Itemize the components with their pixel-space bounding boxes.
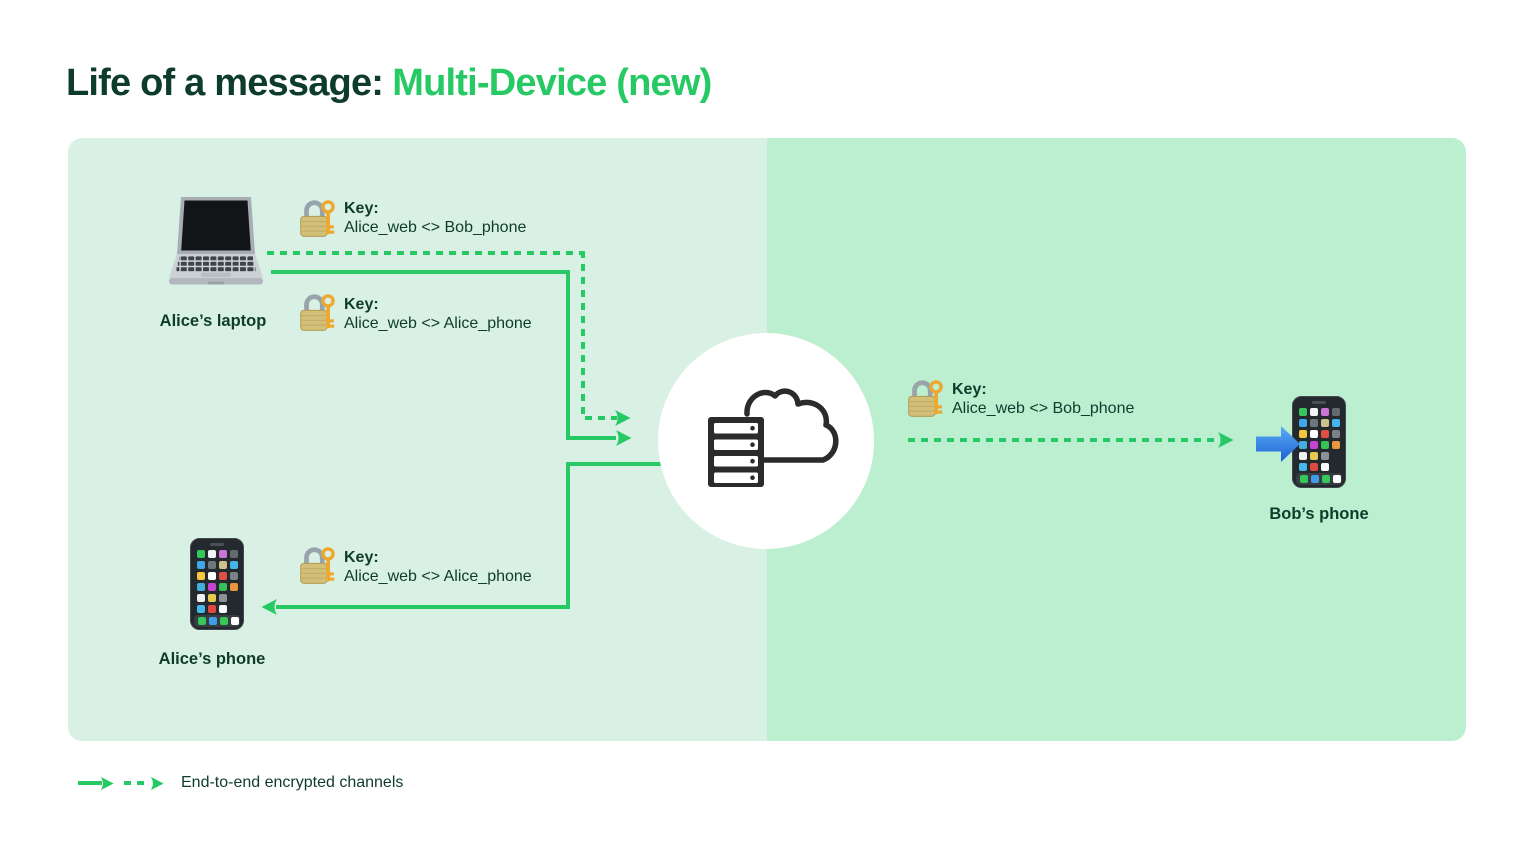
channel-server-alicephone-end bbox=[276, 605, 568, 609]
arrowhead-icon bbox=[615, 429, 632, 447]
key-badge-server-bobphone: Key: Alice_web <> Bob_phone bbox=[952, 380, 1134, 418]
key-label: Key: bbox=[952, 381, 987, 398]
channel-server-alicephone-top bbox=[570, 462, 665, 466]
key-label: Key: bbox=[344, 549, 379, 566]
arrowhead-icon bbox=[100, 776, 114, 791]
alice-phone-label: Alice’s phone bbox=[158, 650, 266, 668]
lock-with-key-icon bbox=[906, 378, 944, 420]
lock-with-key-icon bbox=[298, 292, 336, 334]
legend-dashed-line bbox=[124, 781, 150, 785]
key-label: Key: bbox=[344, 296, 379, 313]
lock-with-key-icon bbox=[298, 198, 336, 240]
channel-laptop-server-dashed-vertical bbox=[581, 251, 585, 420]
channel-laptop-server-solid-end bbox=[570, 436, 616, 440]
arrowhead-icon bbox=[150, 776, 164, 791]
channel-server-alicephone-vertical bbox=[566, 462, 570, 609]
legend-solid-line bbox=[78, 781, 102, 785]
arrowhead-icon bbox=[614, 409, 631, 427]
legend-label: End-to-end encrypted channels bbox=[181, 774, 404, 791]
arrowhead-icon bbox=[261, 598, 278, 616]
blue-right-arrow-icon bbox=[1256, 426, 1300, 462]
lock-with-key-icon bbox=[298, 545, 336, 587]
key-badge-server-alicephone: Key: Alice_web <> Alice_phone bbox=[344, 548, 532, 586]
key-value: Alice_web <> Alice_phone bbox=[344, 315, 532, 332]
key-value: Alice_web <> Alice_phone bbox=[344, 568, 532, 585]
page-title: Life of a message:Multi-Device (new) bbox=[66, 62, 712, 105]
key-value: Alice_web <> Bob_phone bbox=[344, 219, 527, 236]
channel-laptop-server-dashed-end bbox=[585, 416, 617, 420]
channel-laptop-server-dashed-top bbox=[267, 251, 583, 255]
key-badge-laptop-alicephone: Key: Alice_web <> Alice_phone bbox=[344, 295, 532, 333]
channel-server-bobphone-dashed bbox=[908, 438, 1220, 442]
page-title-accent: Multi-Device (new) bbox=[392, 62, 712, 104]
laptop-icon bbox=[169, 197, 263, 285]
key-label: Key: bbox=[344, 200, 379, 217]
alice-laptop-label: Alice’s laptop bbox=[159, 312, 267, 330]
smartphone-icon bbox=[190, 538, 244, 630]
page-title-main: Life of a message: bbox=[66, 62, 384, 104]
channel-laptop-server-solid-vertical bbox=[566, 270, 570, 440]
key-badge-laptop-bob: Key: Alice_web <> Bob_phone bbox=[344, 199, 526, 237]
channel-laptop-server-solid-top bbox=[271, 270, 568, 274]
server-cloud-icon bbox=[708, 388, 839, 487]
arrowhead-icon bbox=[1217, 431, 1234, 449]
bob-phone-label: Bob’s phone bbox=[1269, 505, 1369, 523]
key-value: Alice_web <> Bob_phone bbox=[952, 400, 1135, 417]
